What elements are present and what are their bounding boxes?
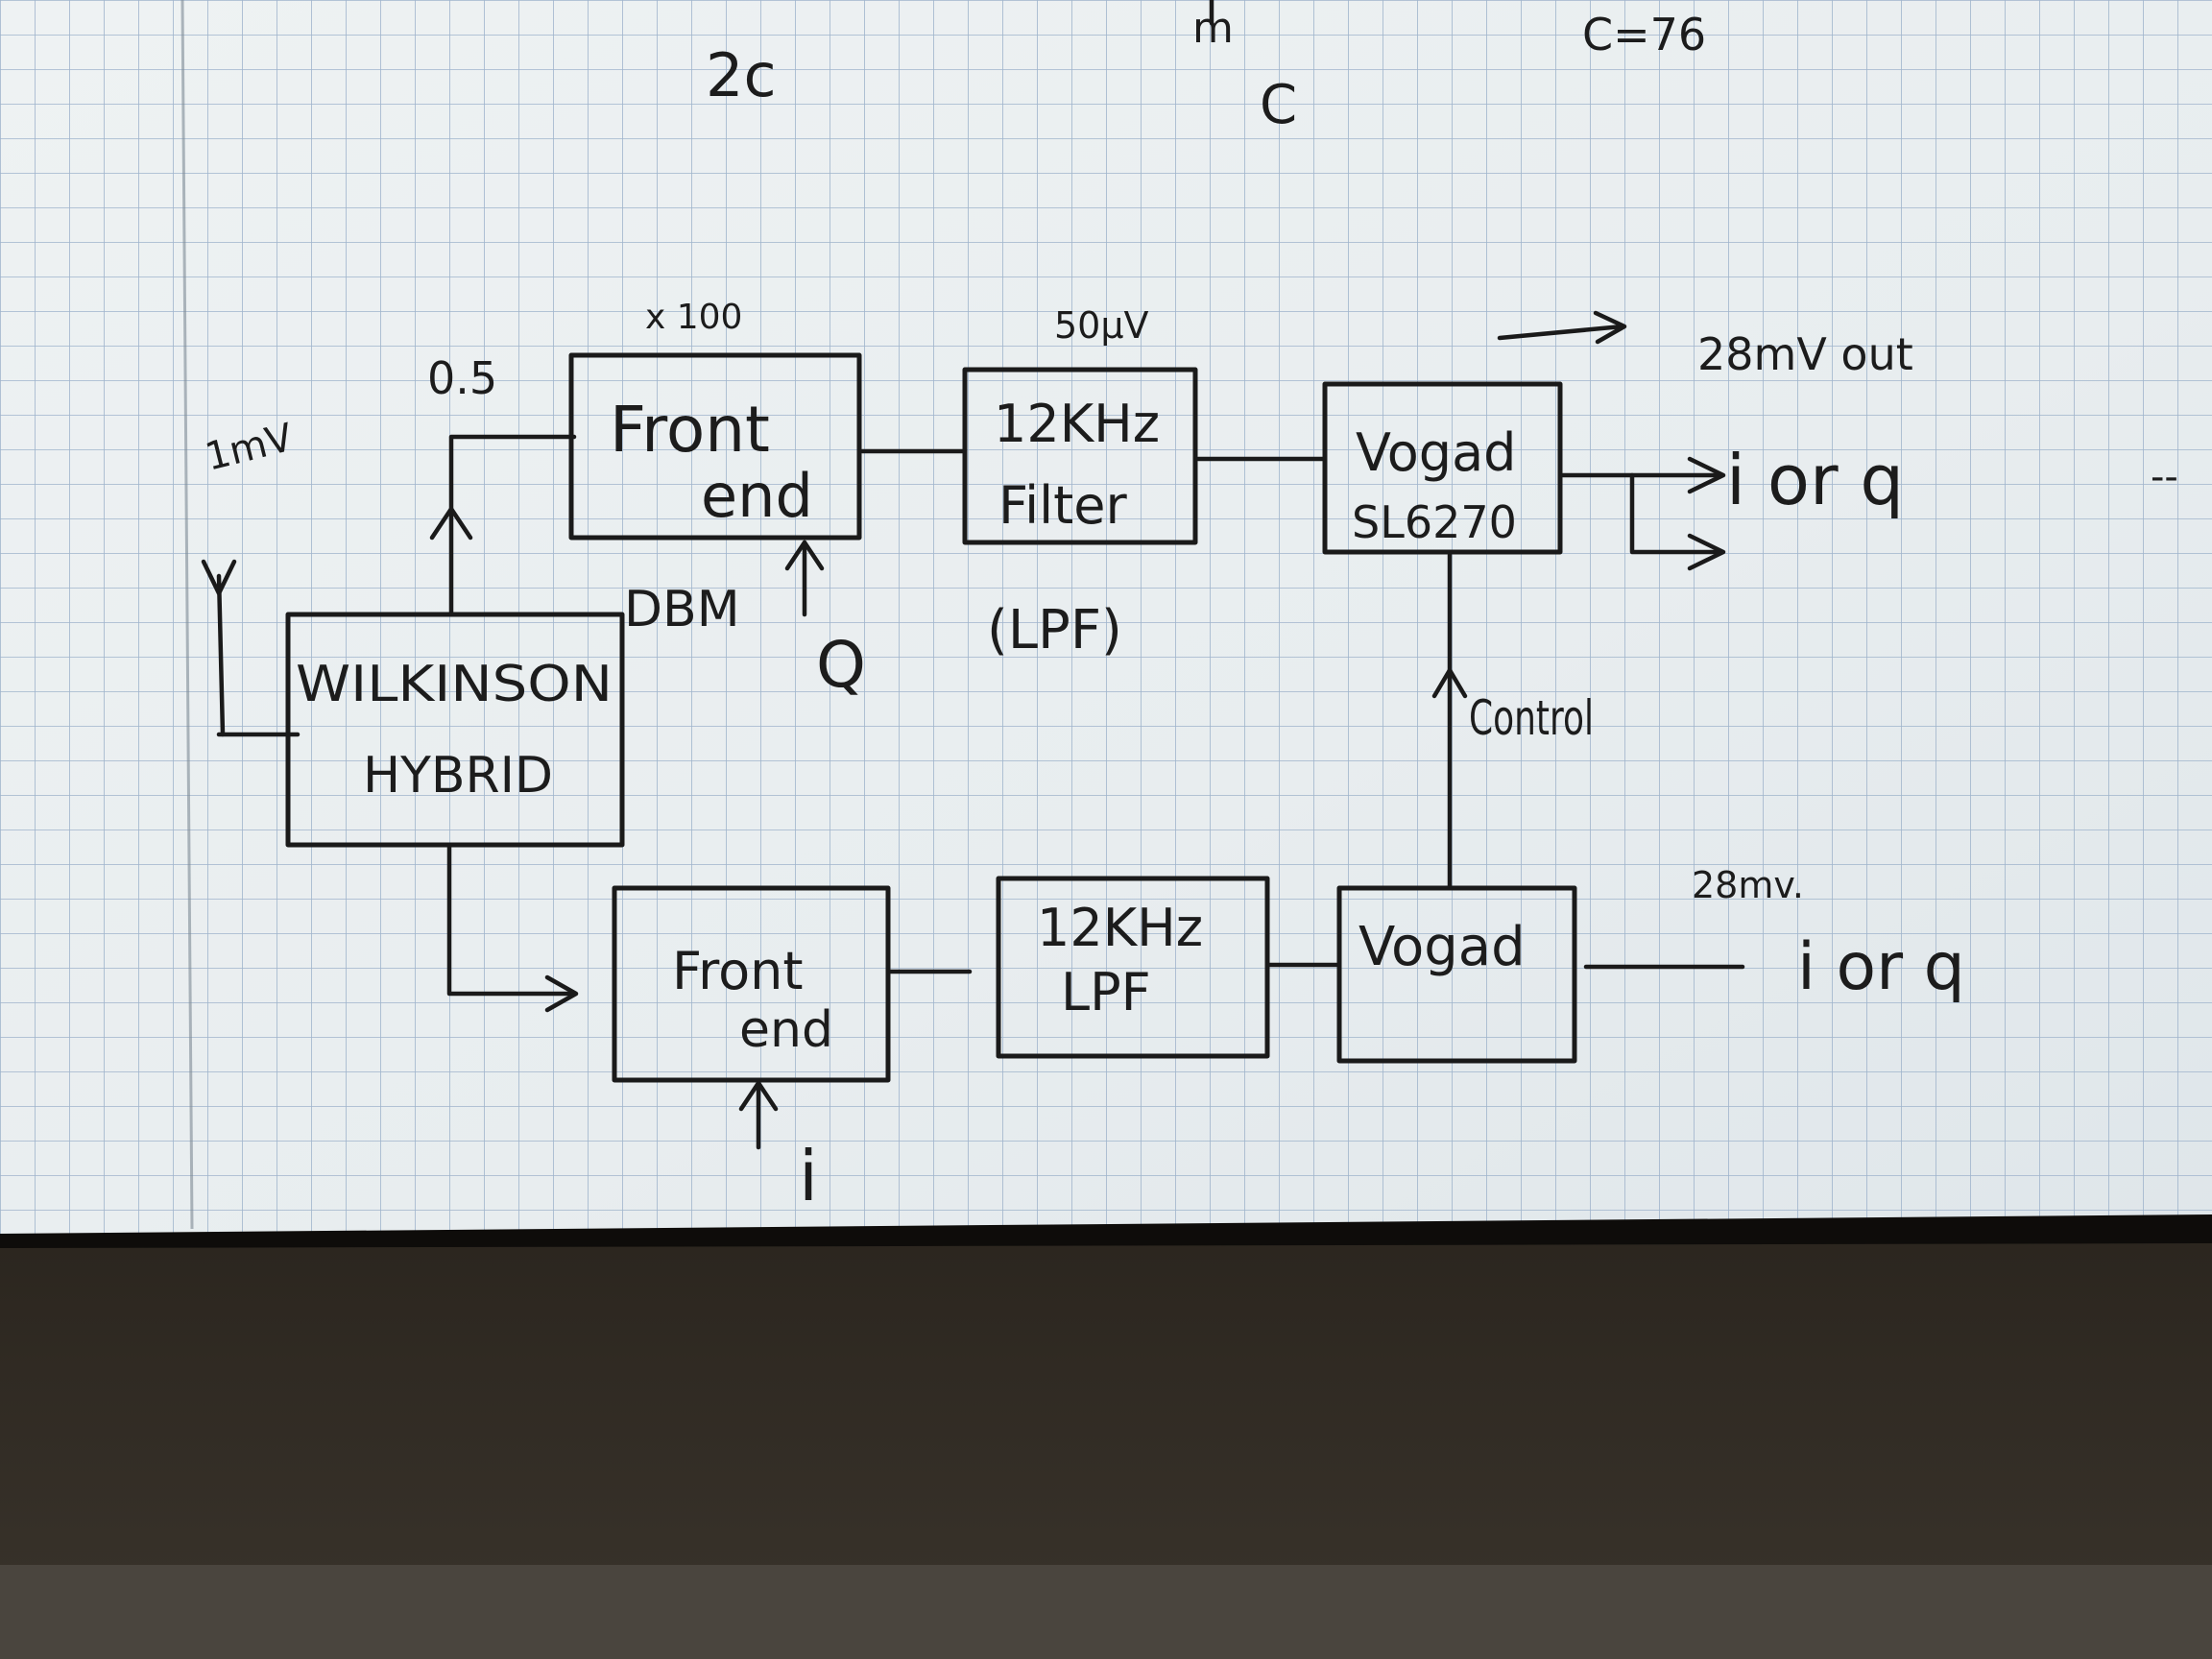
top-lo-label: Q	[816, 628, 866, 702]
bottom-lo-label: i	[799, 1136, 818, 1216]
edge-mark: --	[2151, 455, 2178, 499]
bottom-filter-line2: LPF	[1061, 962, 1151, 1022]
hybrid-line2: HYBRID	[363, 747, 553, 805]
bottom-front-end-line1: Front	[672, 941, 804, 1001]
antenna-icon	[201, 559, 301, 737]
wilkinson-hybrid-block: WILKINSON HYBRID	[285, 612, 625, 848]
label-c: C	[1260, 74, 1297, 136]
top-filter-level: 50μV	[1054, 304, 1149, 347]
top-front-end-block: Front end	[568, 352, 862, 541]
table-edge-strip	[0, 1565, 2212, 1659]
top-filter-block: 12KHz Filter	[962, 367, 1198, 545]
label-c76: C=76	[1582, 9, 1706, 60]
bottom-filter-block: 12KHz LPF	[996, 876, 1270, 1059]
top-mixer-label: DBM	[624, 581, 740, 638]
top-front-end-line2: end	[701, 461, 813, 531]
top-vogad-line1: Vogad	[1356, 422, 1516, 483]
bottom-front-end-line2: end	[739, 1001, 833, 1059]
notebook-page	[0, 0, 2212, 1238]
bottom-filter-line1: 12KHz	[1037, 898, 1203, 958]
top-filter-line2: Filter	[998, 475, 1128, 536]
bottom-output-level: 28mv.	[1692, 864, 1804, 906]
top-filter-line1: 12KHz	[994, 394, 1160, 454]
top-output-level: 28mV out	[1697, 328, 1913, 380]
top-front-end-line1: Front	[610, 393, 770, 467]
hybrid-output-level: 0.5	[427, 352, 497, 404]
top-front-end-gain: x 100	[645, 298, 742, 337]
top-filter-sublabel: (LPF)	[987, 599, 1122, 661]
bottom-vogad-line1: Vogad	[1358, 916, 1526, 978]
top-vogad-line2: SL6270	[1352, 496, 1517, 548]
label-2c: 2c	[706, 40, 777, 110]
bottom-output-signal: i or q	[1797, 929, 1965, 1005]
bottom-front-end-block: Front end	[612, 885, 891, 1083]
hybrid-line1: WILKINSON	[296, 656, 613, 713]
top-vogad-block: Vogad SL6270	[1322, 381, 1563, 555]
control-label: Control	[1469, 690, 1594, 746]
bottom-vogad-block: Vogad	[1336, 885, 1577, 1064]
top-output-signal: i or q	[1726, 440, 1904, 520]
